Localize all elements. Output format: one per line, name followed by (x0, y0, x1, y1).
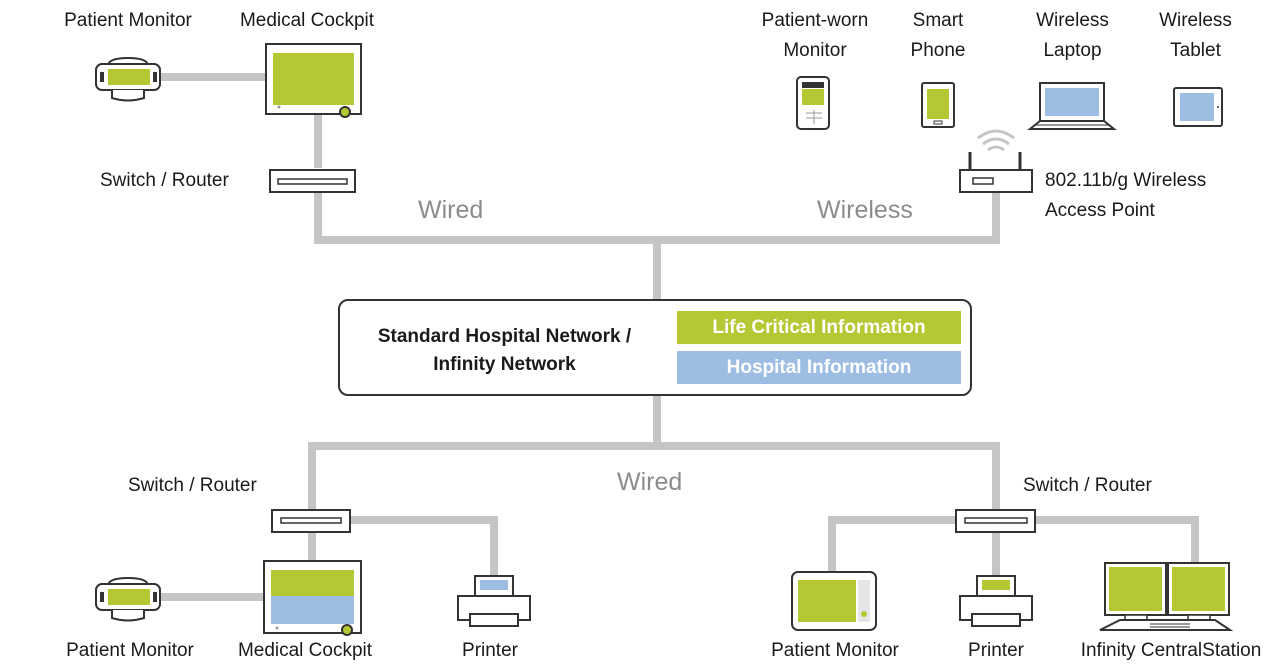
access-point-icon (959, 129, 1033, 193)
patient-monitor-icon-top (95, 56, 161, 102)
switch-router-icon-bottom-left (271, 509, 351, 533)
label-access-point-line-1: 802.11b/g Wireless (1045, 170, 1207, 191)
label-switch-router-bottom-right: Switch / Router (1023, 475, 1152, 496)
label-laptop-line-1: Wireless (1036, 10, 1109, 31)
label-printer-bottom-left: Printer (462, 640, 518, 661)
label-switch-router-top: Switch / Router (100, 170, 229, 191)
printer-icon-right (959, 575, 1033, 627)
medical-cockpit-icon-bottom (263, 560, 362, 636)
laptop-icon (1027, 82, 1117, 130)
label-printer-bottom-right: Printer (968, 640, 1024, 661)
label-access-point-line-2: Access Point (1045, 200, 1155, 221)
patient-monitor-icon-bottom-right (791, 571, 877, 631)
network-title: Standard Hospital Network / Infinity Net… (352, 323, 657, 379)
label-patient-monitor-bottom-right: Patient Monitor (771, 640, 899, 661)
central-station-icon (1099, 562, 1234, 631)
smart-phone-icon (921, 82, 955, 128)
network-title-line-2: Infinity Network (433, 354, 576, 375)
network-title-line-1: Standard Hospital Network / (377, 326, 632, 347)
label-wireless-laptop: Wireless Laptop (1025, 6, 1120, 66)
label-central-station: Infinity CentralStation (1080, 640, 1262, 661)
label-wireless-tablet: Wireless Tablet (1148, 6, 1243, 66)
printer-icon-left (457, 575, 531, 627)
hospital-info-bar: Hospital Information (677, 351, 961, 384)
patient-worn-monitor-icon (796, 76, 830, 130)
label-wireless-top: Wireless (817, 196, 913, 224)
label-tablet-line-2: Tablet (1170, 40, 1221, 61)
label-wired-top: Wired (418, 196, 484, 224)
label-smart-phone-line-2: Phone (910, 40, 966, 61)
connection-lines (160, 73, 1199, 601)
medical-cockpit-icon-top (265, 43, 362, 118)
switch-router-icon-bottom-right (955, 509, 1036, 533)
label-switch-router-bottom-left: Switch / Router (128, 475, 257, 496)
label-patient-worn-monitor: Patient-worn Monitor (750, 6, 880, 66)
switch-router-icon-top (269, 169, 356, 193)
label-tablet-line-1: Wireless (1159, 10, 1232, 31)
label-patient-monitor-top: Patient Monitor (64, 10, 192, 31)
label-patient-worn-line-1: Patient-worn (761, 10, 869, 31)
patient-monitor-icon-bottom-left (95, 576, 161, 622)
label-wired-bottom: Wired (617, 468, 683, 496)
label-patient-worn-line-2: Monitor (783, 40, 847, 61)
label-smart-phone: Smart Phone (898, 6, 978, 66)
life-critical-bar: Life Critical Information (677, 311, 961, 344)
label-laptop-line-2: Laptop (1043, 40, 1102, 61)
tablet-icon (1173, 87, 1223, 127)
label-access-point: 802.11b/g Wireless Access Point (1045, 166, 1206, 226)
label-smart-phone-line-1: Smart (912, 10, 964, 31)
label-patient-monitor-bottom-left: Patient Monitor (66, 640, 194, 661)
label-medical-cockpit-top: Medical Cockpit (239, 10, 375, 31)
label-medical-cockpit-bottom: Medical Cockpit (237, 640, 373, 661)
